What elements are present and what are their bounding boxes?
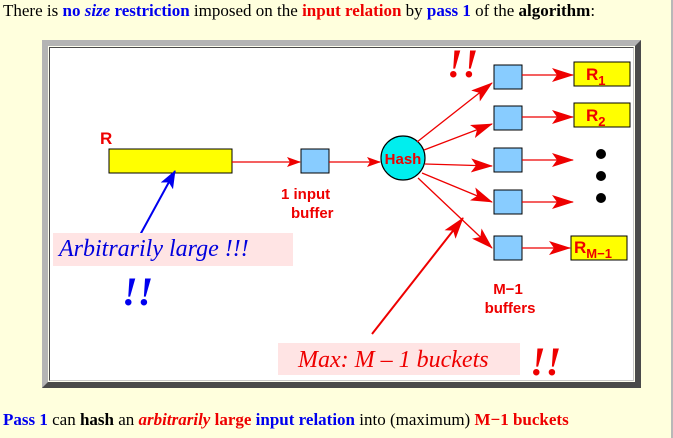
footer-segment: into (maximum)	[355, 410, 475, 429]
header-segment: algorithm	[518, 1, 591, 20]
output-buffers-label-line2: buffers	[485, 300, 536, 317]
partition-r1-label: R1	[586, 65, 606, 88]
input-buffer-label-line1: 1 input	[281, 186, 330, 203]
exclaim-red-bottom: !!	[530, 339, 562, 384]
header-segment: input relation	[302, 1, 402, 20]
header-segment: by	[401, 1, 427, 20]
page-edge	[671, 0, 673, 438]
hash-function	[380, 135, 426, 181]
ellipsis-dot-1	[596, 149, 606, 159]
arrow-hash-to-buffer-2	[423, 123, 493, 151]
footer-sentence: Pass 1 can hash an arbitrarily large inp…	[3, 410, 569, 430]
footer-segment: M−1 buckets	[474, 410, 569, 429]
footer-segment: can	[47, 410, 80, 429]
arrow-hash-to-buffer-3	[424, 158, 493, 173]
output-buffer-1	[493, 64, 523, 90]
diagram-frame	[42, 40, 641, 388]
diagram-panel	[49, 47, 634, 381]
relation-label: R	[100, 129, 112, 148]
header-segment: :	[590, 1, 596, 20]
header-segment: size	[84, 1, 111, 20]
partition-rm1	[570, 235, 628, 261]
footer-segment: arbitrarily	[138, 410, 211, 429]
header-segment: restriction	[110, 1, 190, 20]
footer-segment: large	[210, 410, 252, 429]
output-buffers-label-line1: M−1	[493, 281, 523, 298]
input-buffer	[300, 148, 330, 174]
partition-rm1-label: RM−1	[574, 238, 612, 261]
output-buffer-4	[493, 189, 523, 215]
ellipsis-dot-2	[596, 171, 606, 181]
footer-segment: hash	[79, 410, 114, 429]
callout-max-buckets: Max: M – 1 buckets	[278, 343, 520, 375]
arrow-hash-to-buffer-1	[416, 82, 493, 143]
exclaim-blue: !!	[122, 269, 154, 314]
header-segment: no	[62, 1, 85, 20]
output-buffer-2	[493, 105, 523, 131]
header-segment: of the	[470, 1, 519, 20]
exclaim-red-top: !!	[447, 41, 479, 86]
hash-label: Hash	[385, 151, 422, 168]
header-segment: pass 1	[426, 1, 471, 20]
arrow-hash-to-buffer-4	[421, 172, 493, 203]
callout-arbitrarily-large: Arbitrarily large !!!	[53, 233, 293, 266]
relation-bar	[108, 148, 233, 174]
partition-r2-label: R2	[586, 106, 606, 129]
arrow-callout-to-buckets	[371, 217, 464, 335]
footer-segment: an	[114, 410, 139, 429]
input-buffer-label-line2: buffer	[291, 205, 334, 222]
header-sentence: There is no size restriction imposed on …	[3, 1, 595, 21]
header-segment: There is	[3, 1, 63, 20]
output-buffer-3	[493, 147, 523, 173]
footer-segment: input relation	[251, 410, 356, 429]
partition-r1	[573, 61, 631, 87]
header-segment: imposed on the	[189, 1, 303, 20]
arrow-hash-to-buffer-5	[417, 177, 493, 249]
ellipsis-dot-3	[596, 193, 606, 203]
partition-r2	[573, 102, 631, 128]
footer-segment: Pass 1	[3, 410, 48, 429]
arrow-callout-to-relation	[139, 170, 176, 236]
output-buffer-5	[493, 235, 523, 261]
